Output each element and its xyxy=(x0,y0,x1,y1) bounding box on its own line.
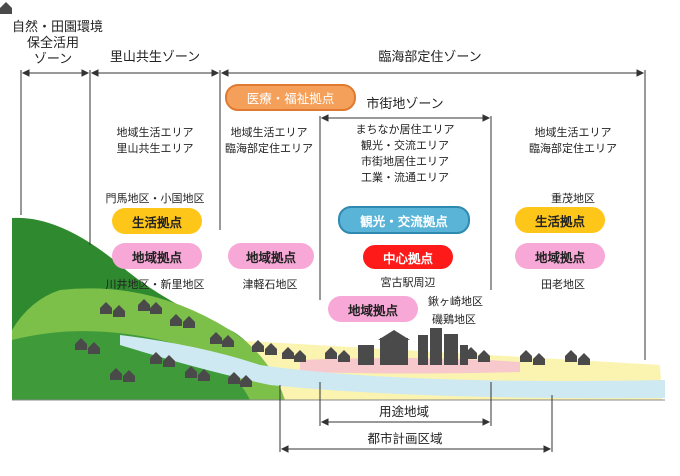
hub-medical-welfare: 医療・福祉拠点 xyxy=(225,84,356,111)
coastal-west-areas: 地域生活エリア 臨海部定住エリア xyxy=(225,126,313,155)
satoyama-districts-top: 門馬地区・小国地区 xyxy=(105,192,205,205)
hub-regional-urban: 地域拠点 xyxy=(328,296,418,322)
urban-areas: まちなか居住エリア 観光・交流エリア 市街地居住エリア 工業・流通エリア xyxy=(355,123,455,184)
hub-tourism-exchange: 観光・交流拠点 xyxy=(338,206,470,234)
district-taro: 田老地区 xyxy=(541,278,585,291)
satoyama-areas: 地域生活エリア 里山共生エリア xyxy=(116,126,194,155)
hub-regional-taro: 地域拠点 xyxy=(515,243,605,269)
coastal-east-areas: 地域生活エリア 臨海部定住エリア xyxy=(529,126,617,155)
use-district-label: 用途地域 xyxy=(372,404,436,420)
hub-living-satoyama: 生活拠点 xyxy=(112,208,202,234)
hub-center: 中心拠点 xyxy=(363,245,453,269)
city-planning-label: 都市計画区域 xyxy=(360,431,450,447)
district-miyako-station: 宮古駅周辺 xyxy=(380,276,436,289)
zone-natural-label: 自然・田園環境 保全活用 ゾーン xyxy=(12,20,104,67)
hub-regional-satoyama: 地域拠点 xyxy=(112,243,202,269)
district-isoke: 磯鶏地区 xyxy=(432,313,476,326)
hub-regional-tsugaruishi: 地域拠点 xyxy=(228,243,314,269)
district-tsugaruishi: 津軽石地区 xyxy=(242,278,298,291)
zone-satoyama-label: 里山共生ゾーン xyxy=(109,50,201,65)
district-kuwagasaki: 鍬ヶ崎地区 xyxy=(428,295,483,308)
hub-living-omoe: 生活拠点 xyxy=(515,207,605,233)
satoyama-districts-bottom: 川井地区・新里地区 xyxy=(105,278,205,291)
district-omoe: 重茂地区 xyxy=(551,192,595,205)
zone-urban-label: 市街地ゾーン xyxy=(366,97,444,112)
zone-coastal-label: 臨海部定住ゾーン xyxy=(378,50,482,65)
